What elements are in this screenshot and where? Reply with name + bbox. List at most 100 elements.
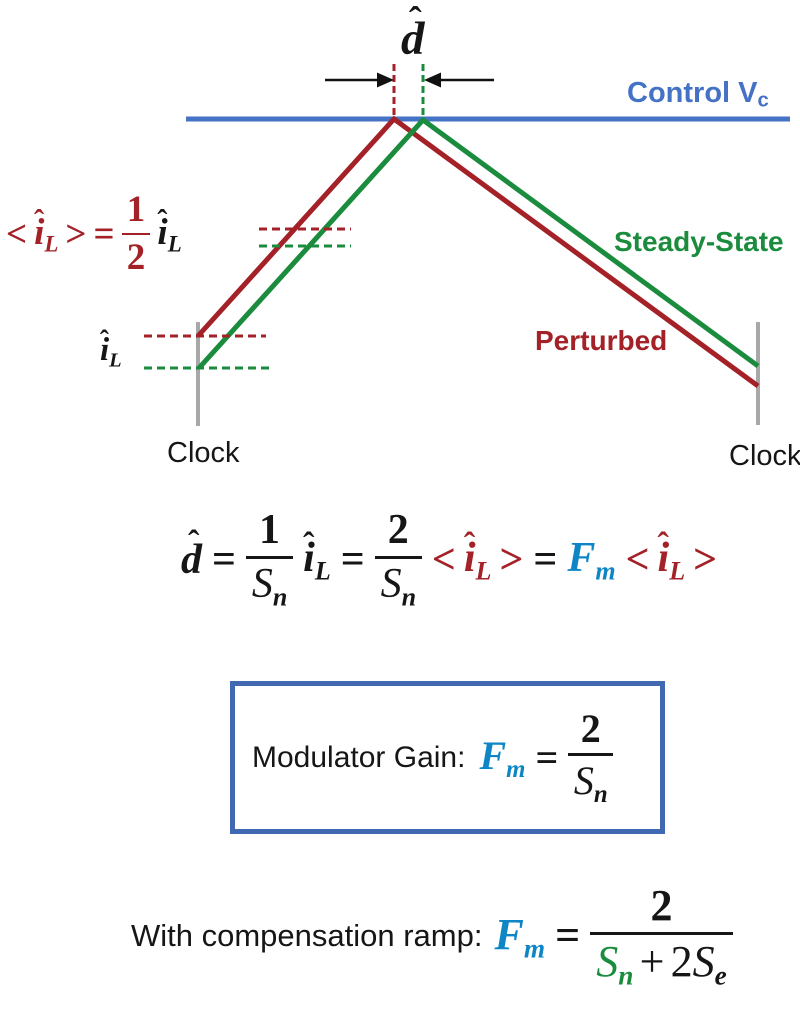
two-over-Sn-fraction: 2 Sn — [568, 706, 614, 808]
modulator-gain-symbol: Fm — [479, 732, 525, 783]
F-base: F — [494, 909, 524, 959]
fraction-numerator: 2 — [580, 706, 601, 752]
clock-label-right: Clock — [729, 440, 800, 472]
S-subscript-n: n — [401, 582, 417, 612]
close-angle: > — [499, 536, 524, 583]
compensation-ramp-formula: Fm = 2 Sn+2Se — [494, 882, 733, 991]
modulator-gain-label: Modulator Gain: — [252, 740, 466, 774]
arrow-left-head-icon — [377, 72, 394, 88]
equals-sign: = — [212, 536, 236, 583]
i-hat-accent: ˆ — [463, 526, 476, 565]
two-over-Sn-fraction: 2 Sn — [374, 507, 422, 612]
d-base: d — [181, 536, 202, 583]
i-subscript-L: L — [314, 556, 331, 586]
control-vc-subscript: c — [757, 89, 769, 112]
S-subscript-n: n — [618, 961, 634, 992]
equals-sign: = — [340, 536, 365, 583]
d-hat-accent: ˆ — [188, 524, 200, 563]
fraction-denominator: 2 — [126, 236, 146, 278]
i-base: i — [100, 332, 110, 368]
clock-label-left: Clock — [167, 437, 240, 469]
i-hat-accent: ˆ — [33, 204, 45, 239]
i-subscript-L: L — [167, 231, 182, 257]
fraction-numerator: 1 — [259, 507, 281, 554]
equals-sign: = — [535, 735, 559, 780]
equals-sign: = — [533, 536, 558, 583]
fraction-numerator: 2 — [387, 507, 409, 554]
close-angle: > — [65, 213, 87, 255]
arrow-right-head-icon — [424, 72, 441, 88]
S-base: S — [380, 561, 402, 608]
i-subscript-L: L — [44, 231, 59, 257]
F-base: F — [479, 733, 507, 779]
d-hat-accent: ˆ — [408, 0, 422, 43]
open-angle: < — [431, 536, 456, 583]
close-angle: > — [693, 536, 718, 583]
fraction-bar — [590, 932, 733, 936]
F-base: F — [567, 535, 596, 582]
i-subscript-L: L — [669, 556, 686, 586]
fraction-bar — [245, 556, 294, 560]
modulator-gain-formula: Fm = 2 Sn — [479, 706, 614, 808]
fraction-denominator: Sn — [568, 759, 613, 808]
i-hat-accent: ˆ — [99, 324, 109, 355]
i-base: i — [303, 535, 315, 582]
fraction-bar — [374, 556, 422, 560]
i-base: i — [657, 535, 670, 582]
fraction-numerator: 2 — [650, 880, 673, 930]
i-hat-accent: ˆ — [303, 526, 315, 565]
Se-base: S — [692, 937, 715, 987]
modulator-gain-box: Modulator Gain: Fm = 2 Sn — [230, 681, 665, 834]
fraction-bar — [121, 233, 151, 235]
i-base: i — [34, 212, 45, 254]
F-subscript-m: m — [595, 556, 616, 586]
ramp-coefficient: 2 — [670, 937, 693, 987]
fraction-denominator: Sn — [246, 561, 293, 612]
S-subscript-e: e — [714, 961, 727, 992]
i-subscript-L: L — [475, 556, 492, 586]
control-vc-text: Control V — [627, 77, 758, 109]
S-subscript-n: n — [272, 582, 288, 612]
S-base: S — [251, 561, 273, 608]
fraction-denominator: Sn — [375, 561, 422, 612]
equals-sign: = — [93, 213, 115, 255]
compensation-ramp-equation: With compensation ramp: Fm = 2 Sn+2Se — [131, 867, 733, 1005]
one-over-Sn-fraction: 1 Sn — [245, 507, 294, 612]
fraction-denominator: Sn+2Se — [590, 938, 733, 990]
open-angle: < — [6, 213, 28, 255]
i-hat-accent: ˆ — [157, 204, 168, 239]
perturbed-waveform — [196, 115, 760, 389]
S-subscript-n: n — [593, 780, 608, 808]
i-hat-accent: ˆ — [657, 526, 669, 565]
fraction-bar — [568, 753, 614, 757]
modulator-waveform-diagram — [144, 64, 790, 426]
fraction-numerator: 1 — [126, 189, 146, 231]
d-hat-base: d — [401, 13, 425, 65]
compensated-gain-fraction: 2 Sn+2Se — [590, 882, 733, 991]
i-base: i — [463, 535, 476, 582]
modulator-gain-symbol: Fm — [567, 534, 615, 584]
S-base: S — [573, 758, 594, 804]
compensation-ramp-label: With compensation ramp: — [131, 918, 483, 953]
F-subscript-m: m — [523, 933, 546, 964]
i-base: i — [157, 212, 168, 254]
i-subscript-L: L — [109, 349, 122, 372]
modulator-gain-symbol: Fm — [494, 909, 545, 963]
equals-sign: = — [555, 911, 581, 961]
Sn-base: S — [596, 937, 619, 987]
steady-state-label: Steady-State — [614, 226, 784, 257]
open-angle: < — [625, 536, 650, 583]
